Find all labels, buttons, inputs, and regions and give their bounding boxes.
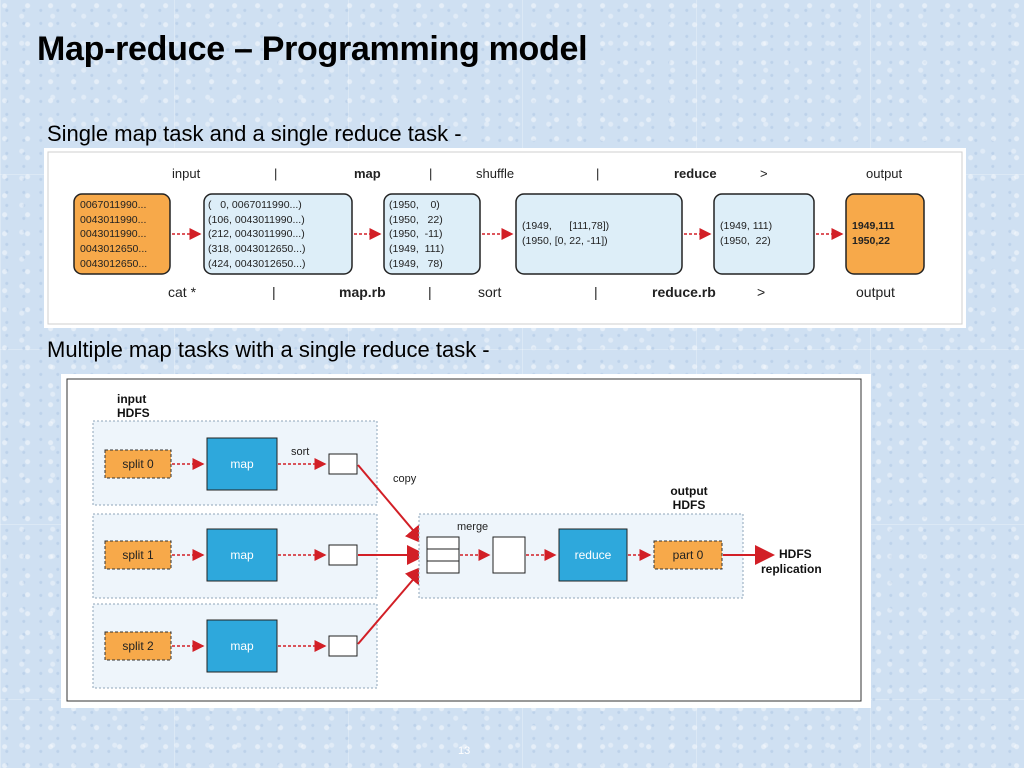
output-box: 1949,111 1950,22 [845,193,925,275]
map-output-box: (1950, 0) (1950, 22) (1950, -11) (1949, … [383,193,481,275]
output-line: 1949,111 [852,220,895,232]
hdfs-replication-label-1: HDFS [779,547,812,561]
split-label: split 2 [122,639,154,653]
stage-separator: | [274,166,277,181]
map-task-label: map [230,548,254,562]
stage-separator: | [596,166,599,181]
page-number: 13 [458,745,471,757]
map-task-box: map [206,437,278,491]
map-input-line: (424, 0043012650...) [208,258,306,270]
sort-label: sort [291,446,309,458]
command-label-cat: cat * [168,284,197,300]
input-records-box: 0067011990... 0043011990... 0043011990..… [73,193,171,275]
copy-arrow [357,464,426,546]
subtitle-single-map: Single map task and a single reduce task… [47,121,462,146]
hdfs-replication-label-2: replication [761,562,822,576]
map-input-line: ( 0, 0067011990...) [208,199,302,211]
split-box: split 2 [104,631,172,661]
split-box: split 0 [104,449,172,479]
multi-map-diagram: input HDFS split 0 map sort split 1 map [66,378,862,702]
command-label-map-rb: map.rb [339,284,386,300]
shuffle-line: (1950, [0, 22, -11]) [522,235,608,247]
merge-label: merge [457,521,488,533]
split-label: split 0 [122,457,154,471]
stage-label-reduce: reduce [674,166,717,181]
map-task-box: map [206,619,278,673]
multi-map-diagram-panel: input HDFS split 0 map sort split 1 map [61,374,871,708]
output-part-box: part 0 [653,540,723,570]
input-line: 0043011990... [80,214,146,226]
map-output-line: (1949, 111) [389,243,444,255]
subtitle-multiple-map: Multiple map tasks with a single reduce … [47,337,490,362]
map-input-line: (106, 0043011990...) [208,214,305,226]
map-input-box: ( 0, 0067011990...) (106, 0043011990...)… [203,193,353,275]
stage-label-map: map [354,166,381,181]
output-hdfs-label-2: HDFS [673,498,706,512]
stage-label-input: input [172,166,201,181]
stage-separator: | [429,166,432,181]
reduce-line: (1949, 111) [720,220,772,232]
reduce-line: (1950, 22) [720,235,771,247]
shuffle-line: (1949, [111,78]) [522,220,609,232]
output-hdfs-label-1: output [670,484,707,498]
split-box: split 1 [104,540,172,570]
reduce-output-box: (1949, 111) (1950, 22) [713,193,815,275]
merge-stack [426,536,460,574]
copy-label: copy [393,473,417,485]
output-line: 1950,22 [852,235,890,247]
input-line: 0067011990... [80,199,146,211]
shuffle-box: (1949, [111,78]) (1950, [0, 22, -11]) [515,193,683,275]
sorted-output-box [328,453,358,475]
command-separator: | [428,284,432,300]
input-line: 0043012650... [80,258,147,270]
map-task-label: map [230,457,254,471]
map-output-line: (1950, 0) [389,199,440,211]
split-label: split 1 [122,548,154,562]
stage-label-output: output [866,166,903,181]
input-line: 0043011990... [80,228,146,240]
map-input-line: (212, 0043011990...) [208,228,305,240]
input-hdfs-label-1: input [117,392,146,406]
stage-label-redirect: > [760,166,768,181]
map-task-box: map [206,528,278,582]
sorted-output-box [328,544,358,566]
single-map-diagram: input | map | shuffle | reduce > output … [47,151,963,325]
map-output-line: (1949, 78) [389,258,443,270]
input-hdfs-label-2: HDFS [117,406,150,420]
command-label-reduce-rb: reduce.rb [652,284,716,300]
reduce-task-box: reduce [558,528,628,582]
merged-output-box [492,536,526,574]
part-label: part 0 [673,548,704,562]
copy-arrow [357,564,426,645]
slide-title: Map-reduce – Programming model [37,30,588,68]
sorted-output-box [328,635,358,657]
single-map-diagram-panel: input | map | shuffle | reduce > output … [44,148,966,328]
command-label-sort: sort [478,284,501,300]
map-output-line: (1950, 22) [389,214,443,226]
input-line: 0043012650... [80,243,147,255]
command-separator: | [594,284,598,300]
stage-label-shuffle: shuffle [476,166,514,181]
command-redirect: > [757,284,765,300]
map-input-line: (318, 0043012650...) [208,243,306,255]
map-task-label: map [230,639,254,653]
command-label-output: output [856,284,895,300]
reduce-task-label: reduce [575,548,612,562]
command-separator: | [272,284,276,300]
map-output-line: (1950, -11) [389,228,443,240]
